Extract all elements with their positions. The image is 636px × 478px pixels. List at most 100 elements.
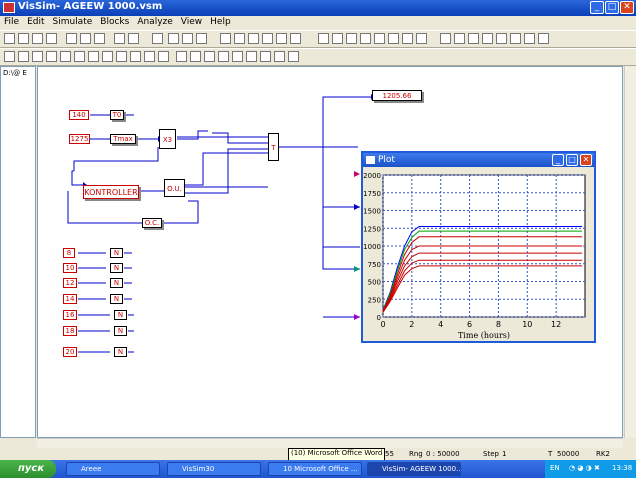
- toolbar-button[interactable]: [128, 33, 139, 44]
- n-block[interactable]: N: [110, 263, 123, 273]
- const-14[interactable]: 14: [63, 294, 77, 304]
- toolbar-button[interactable]: [74, 51, 85, 62]
- toolbar-button[interactable]: [318, 33, 329, 44]
- toolbar-button[interactable]: [18, 51, 29, 62]
- oc-block[interactable]: O.C.: [142, 218, 162, 228]
- toolbar-button[interactable]: [196, 33, 207, 44]
- toolbar-button[interactable]: [416, 33, 427, 44]
- toolbar-button[interactable]: [332, 33, 343, 44]
- plot-maximize-button[interactable]: □: [566, 154, 578, 166]
- toolbar-button[interactable]: [88, 51, 99, 62]
- n-block[interactable]: N: [114, 310, 127, 320]
- toolbar-button[interactable]: [80, 33, 91, 44]
- menu-analyze[interactable]: Analyze: [137, 17, 173, 27]
- toolbar-button[interactable]: [290, 33, 301, 44]
- toolbar-button[interactable]: [510, 33, 521, 44]
- toolbar-button[interactable]: [4, 51, 15, 62]
- horizontal-scrollbar[interactable]: [37, 438, 623, 449]
- toolbar-button[interactable]: [440, 33, 451, 44]
- toolbar-button[interactable]: [262, 33, 273, 44]
- toolbar-button[interactable]: [116, 51, 127, 62]
- ou-block[interactable]: O.U.: [164, 179, 185, 197]
- toolbar-button[interactable]: [232, 51, 243, 62]
- vertical-scrollbar[interactable]: [624, 66, 636, 438]
- toolbar-button[interactable]: [102, 51, 113, 62]
- task-vissim30[interactable]: VisSim30: [167, 462, 261, 476]
- x3-block[interactable]: X3: [159, 129, 176, 149]
- toolbar-button[interactable]: [158, 51, 169, 62]
- tree-root[interactable]: D:\@ E: [3, 69, 27, 77]
- toolbar-button[interactable]: [538, 33, 549, 44]
- toolbar-button[interactable]: [204, 51, 215, 62]
- const-12[interactable]: 12: [63, 278, 77, 288]
- menu-blocks[interactable]: Blocks: [100, 17, 130, 27]
- plot-minimize-button[interactable]: _: [552, 154, 564, 166]
- toolbar-button[interactable]: [144, 51, 155, 62]
- const-20[interactable]: 20: [63, 347, 77, 357]
- tray-icons[interactable]: ◔ ◕ ◑ ✖: [569, 464, 600, 472]
- const-140[interactable]: 140: [69, 110, 89, 120]
- toolbar-button[interactable]: [168, 33, 179, 44]
- maximize-button[interactable]: □: [605, 1, 619, 14]
- toolbar-button[interactable]: [402, 33, 413, 44]
- toolbar-button[interactable]: [496, 33, 507, 44]
- toolbar-button[interactable]: [360, 33, 371, 44]
- toolbar-button[interactable]: [130, 51, 141, 62]
- toolbar-button[interactable]: [18, 33, 29, 44]
- toolbar-button[interactable]: [32, 33, 43, 44]
- toolbar-button[interactable]: [276, 33, 287, 44]
- plot-title-bar[interactable]: Plot _ □ ✕: [363, 153, 594, 167]
- toolbar-button[interactable]: [182, 33, 193, 44]
- language-indicator[interactable]: EN: [550, 464, 560, 472]
- plot-close-button[interactable]: ✕: [580, 154, 592, 166]
- menu-edit[interactable]: Edit: [27, 17, 45, 27]
- toolbar-button[interactable]: [248, 33, 259, 44]
- toolbar-button[interactable]: [94, 33, 105, 44]
- toolbar-button[interactable]: [46, 33, 57, 44]
- toolbar-button[interactable]: [482, 33, 493, 44]
- toolbar-button[interactable]: [32, 51, 43, 62]
- menu-view[interactable]: View: [180, 17, 203, 27]
- task-vissim-active[interactable]: VisSim- AGEEW 1000....: [367, 462, 461, 476]
- toolbar-button[interactable]: [246, 51, 257, 62]
- n-block[interactable]: N: [114, 326, 127, 336]
- toolbar-button[interactable]: [60, 51, 71, 62]
- minimize-button[interactable]: _: [590, 1, 604, 14]
- n-block[interactable]: N: [110, 278, 123, 288]
- tmax-block[interactable]: Tmax: [110, 134, 136, 144]
- toolbar-button[interactable]: [176, 51, 187, 62]
- const-16[interactable]: 16: [63, 310, 77, 320]
- toolbar-button[interactable]: [114, 33, 125, 44]
- toolbar-button[interactable]: [4, 33, 15, 44]
- t-block[interactable]: T: [268, 133, 279, 161]
- const-10[interactable]: 10: [63, 263, 77, 273]
- toolbar-button[interactable]: [468, 33, 479, 44]
- toolbar-button[interactable]: [274, 51, 285, 62]
- menu-help[interactable]: Help: [210, 17, 231, 27]
- menu-file[interactable]: File: [4, 17, 20, 27]
- task-word[interactable]: 10 Microsoft Office ...: [268, 462, 362, 476]
- t0-block[interactable]: T0: [110, 110, 124, 120]
- menu-simulate[interactable]: Simulate: [52, 17, 93, 27]
- const-18[interactable]: 18: [63, 326, 77, 336]
- toolbar-button[interactable]: [46, 51, 57, 62]
- toolbar-button[interactable]: [220, 33, 231, 44]
- toolbar-button[interactable]: [260, 51, 271, 62]
- n-block[interactable]: N: [114, 347, 127, 357]
- const-1275[interactable]: 1275: [69, 134, 90, 144]
- start-button[interactable]: пуск: [0, 460, 56, 478]
- toolbar-button[interactable]: [234, 33, 245, 44]
- close-button[interactable]: ✕: [620, 1, 634, 14]
- project-tree[interactable]: D:\@ E: [0, 66, 36, 438]
- toolbar-button[interactable]: [218, 51, 229, 62]
- toolbar-button[interactable]: [346, 33, 357, 44]
- toolbar-button[interactable]: [288, 51, 299, 62]
- toolbar-button[interactable]: [190, 51, 201, 62]
- toolbar-button[interactable]: [152, 33, 163, 44]
- n-block[interactable]: N: [110, 248, 123, 258]
- task-areee[interactable]: Areee: [66, 462, 160, 476]
- toolbar-button[interactable]: [66, 33, 77, 44]
- toolbar-button[interactable]: [454, 33, 465, 44]
- kontroller-block[interactable]: KONTROLLER: [83, 185, 139, 199]
